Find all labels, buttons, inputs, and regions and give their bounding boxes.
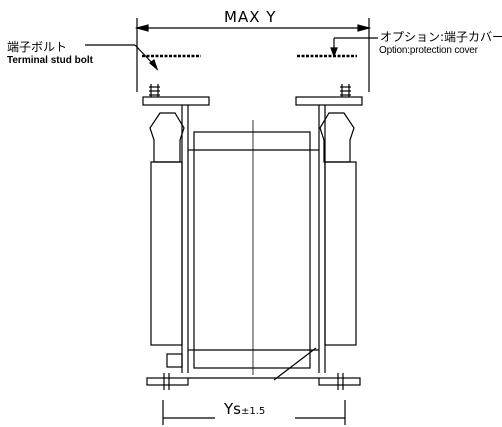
- right-terminal-bolt: [340, 84, 351, 97]
- max-y-label: MAX Y: [224, 8, 277, 26]
- protection-cover-label-jp: オプション:端子カバー: [380, 30, 502, 44]
- protection-cover-label-en: Option:protection cover: [379, 45, 478, 56]
- left-terminal-bolt: [149, 84, 160, 97]
- left-coil: [150, 161, 183, 346]
- core: [188, 131, 319, 369]
- max-y-dimension: [134, 18, 372, 92]
- right-bottom-foot: [318, 373, 361, 390]
- cover-leader: [330, 37, 378, 58]
- ys-main-text: Ys: [224, 400, 241, 418]
- ys-dimension: [162, 400, 346, 425]
- right-top-bracket: [295, 96, 363, 373]
- terminal-leader: [85, 44, 159, 71]
- right-coil: [324, 161, 357, 346]
- ys-label: Ys±1.5: [224, 402, 265, 417]
- ys-tolerance-text: ±1.5: [240, 406, 266, 417]
- left-bottom-foot: [146, 373, 189, 390]
- terminal-bolt-label-en: Terminal stud bolt: [7, 55, 93, 66]
- bottom-brace: [273, 347, 317, 381]
- terminal-bolt-label-jp: 端子ボルト: [7, 40, 68, 54]
- left-insulator: [149, 112, 185, 163]
- ground-terminal: [166, 353, 183, 368]
